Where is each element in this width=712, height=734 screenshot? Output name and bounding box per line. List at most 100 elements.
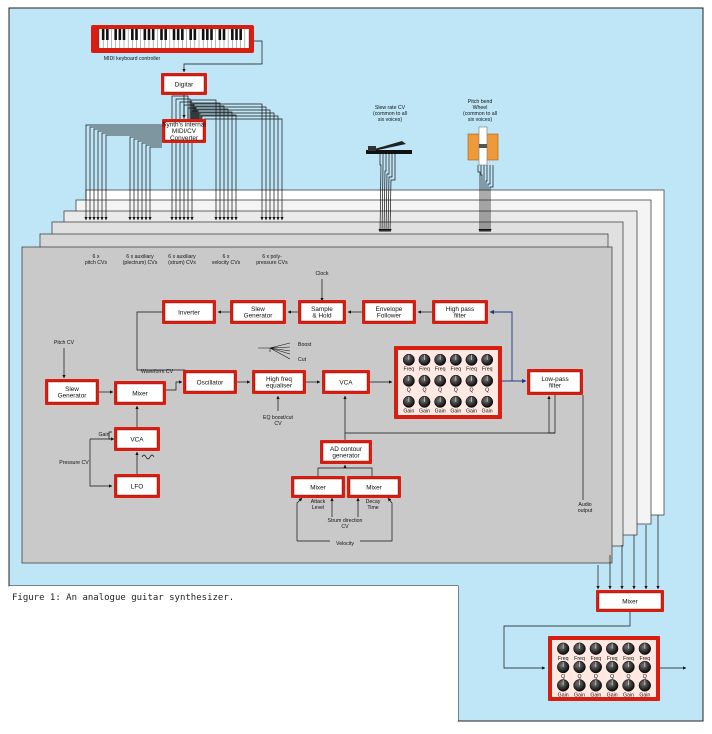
wire-pressure <box>89 439 113 488</box>
wire-cv-fanout <box>170 95 189 221</box>
ad-contour-block-label: AD contour <box>330 446 363 453</box>
slew-generator-block-label: Generator <box>244 313 274 320</box>
wire-cv-fanout <box>174 98 191 221</box>
clock-label: Clock <box>316 271 329 277</box>
wire-slew <box>378 154 382 233</box>
pitch-cv-label: Pitch CV <box>54 340 75 346</box>
wire-slew <box>382 154 387 233</box>
wire-pitchbend <box>480 165 484 233</box>
fan-lines <box>258 342 291 360</box>
black-key <box>189 29 192 40</box>
black-key <box>106 29 109 40</box>
wire-slew <box>386 154 393 233</box>
wire-cv-fanout <box>194 105 226 221</box>
eq-knob-label: Freq <box>558 656 569 662</box>
mixer-attack-block-face <box>293 478 343 496</box>
wire-slew <box>380 154 384 233</box>
low-pass-filter-block-label: Low-pass <box>541 376 568 383</box>
cv-label-4: velocity CVs <box>212 260 241 266</box>
lfo-block-label: LFO <box>131 483 143 490</box>
sample-hold-block: Sample& Hold <box>298 300 346 324</box>
black-key <box>143 29 147 40</box>
wire-cv-fanout <box>201 115 280 221</box>
black-key <box>122 29 126 40</box>
sample-hold-block-label: Sample <box>311 306 333 313</box>
eq-knob-label: Q <box>594 674 598 680</box>
wire-cv-fanout <box>148 146 162 221</box>
sample-hold-block-face <box>300 302 344 322</box>
wire-cv-fanout <box>92 128 162 221</box>
slew-generator-2-block-label: Generator <box>58 393 88 400</box>
output-mixer-block-label: Mixer <box>622 598 638 605</box>
wire-pitchbend <box>488 165 494 233</box>
output-mixer-block: Mixer <box>596 590 664 612</box>
slew-generator-2-block-face <box>47 381 97 403</box>
wire-slew <box>384 154 390 233</box>
midi-cv-converter-label: Converter <box>170 135 199 142</box>
black-key <box>172 29 176 40</box>
audio-output-label: output <box>578 508 593 514</box>
midi-cv-converter-label: Synth's internal <box>162 122 206 129</box>
mixer-decay-block: Mixer <box>347 476 401 498</box>
mixer-attack-block-label: Mixer <box>310 484 326 491</box>
voice-card-1 <box>21 246 613 564</box>
wire-cv-fanout <box>199 112 276 221</box>
eq-knob-label: Freq <box>450 367 461 373</box>
eq-knob-label: Gain <box>419 409 430 415</box>
high-pass-filter-block-label: High pass <box>446 306 474 313</box>
inverter-block-label: Inverter <box>178 309 201 316</box>
gain-label: Gain <box>99 432 110 438</box>
slew-generator-block-face <box>232 302 284 322</box>
caption-area <box>9 586 458 721</box>
digitar-block: Digitar <box>161 73 207 95</box>
boost-label: Boost <box>298 342 312 348</box>
envelope-follower-block-face <box>364 302 414 322</box>
eq-knob-label: Gain <box>574 692 585 698</box>
wire-cv-fanout <box>144 144 162 221</box>
mixer-block: Mixer <box>114 381 166 405</box>
cv-label-3: (strum) CVs <box>168 260 196 266</box>
eq-knob-label: Freq <box>419 367 430 373</box>
attack-level-label: Level <box>312 505 324 511</box>
eq-knob-label: Gain <box>450 409 461 415</box>
inverter-block: Inverter <box>162 300 216 324</box>
wire-mixer-osc <box>166 380 183 391</box>
lfo-block: LFO <box>114 474 160 498</box>
slew-pedal <box>366 141 412 154</box>
waveform-cv-label: Waveform CV <box>141 369 174 375</box>
eq-cv-label: EQ boost/cut <box>263 415 294 421</box>
midi-keyboard <box>91 25 254 53</box>
wire-cv-fanout <box>100 132 162 221</box>
cv-label-4: 6 x <box>223 254 230 260</box>
eq-knob-label: Q <box>610 674 614 680</box>
wire-cv-fanout <box>178 101 193 221</box>
oscillator-block-face <box>185 372 235 392</box>
wire-cv-fanout <box>192 102 222 221</box>
eq-knob-label: Q <box>438 388 442 394</box>
decay-time-label: Decay <box>366 499 381 505</box>
slew-generator-2-block-label: Slew <box>65 386 79 393</box>
high-pass-filter-block-face <box>434 302 486 322</box>
black-key <box>135 29 138 40</box>
output-eq-panel-face <box>552 640 656 697</box>
pitchbend-label: six voices) <box>468 117 492 123</box>
eq-knob-label: Freq <box>607 656 618 662</box>
eq-knob-label: Freq <box>466 367 477 373</box>
wire-cv-fanout <box>96 130 162 221</box>
cv-label-1: pitch CVs <box>85 260 108 266</box>
eq-knob-label: Freq <box>574 656 585 662</box>
mixer-attack-block: Mixer <box>291 476 345 498</box>
slew-generator-block-label: Slew <box>251 306 265 313</box>
wire-cv-fanout <box>204 118 284 221</box>
boost-cut-fan <box>258 342 291 360</box>
eq-knob-label: Q <box>577 674 581 680</box>
black-key <box>222 29 226 40</box>
slew-cv-label: (common to all <box>373 111 407 117</box>
pitchbend-label: Wheel <box>473 105 488 111</box>
pedal-base <box>366 150 412 154</box>
sample-hold-block-label: & Hold <box>312 313 332 320</box>
